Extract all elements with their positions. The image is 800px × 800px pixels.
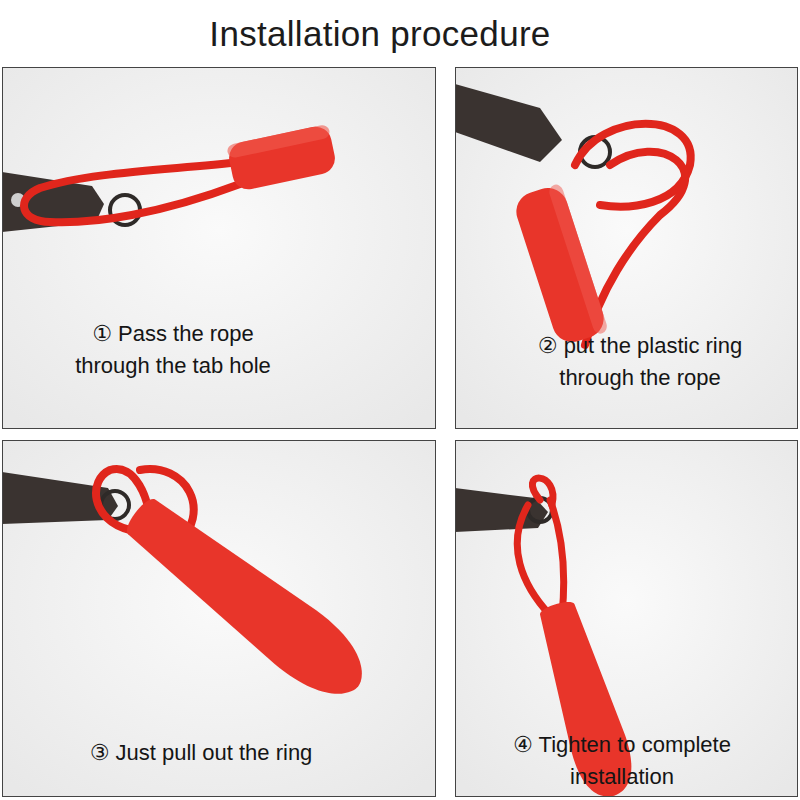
rope-loop bbox=[517, 505, 550, 615]
step-caption: ③ Just pull out the ring bbox=[31, 737, 371, 769]
step-panel: ③ Just pull out the ring bbox=[2, 440, 436, 797]
zipper-puller bbox=[511, 183, 609, 347]
step-caption: ② put the plastic ring through the rope bbox=[514, 330, 766, 394]
panel-background bbox=[2, 67, 436, 429]
step-caption: ① Pass the rope through the tab hole bbox=[53, 318, 293, 382]
rope-loop bbox=[24, 162, 240, 222]
step-panel: ② put the plastic ring through the rope bbox=[455, 67, 798, 429]
step-panel: ④ Tighten to complete installation bbox=[455, 440, 798, 797]
panel-background bbox=[2, 440, 436, 797]
zipper-puller bbox=[115, 485, 380, 713]
step-caption: ④ Tighten to complete installation bbox=[496, 729, 748, 793]
panel-background bbox=[455, 440, 798, 797]
page-title: Installation procedure bbox=[0, 14, 760, 54]
rope-loop bbox=[550, 500, 564, 615]
zipper-slider bbox=[455, 84, 562, 162]
zipper-puller bbox=[226, 124, 338, 193]
panel-background bbox=[455, 67, 798, 429]
rope-loop bbox=[575, 124, 691, 207]
rope-loop bbox=[532, 478, 553, 505]
step-panel: ① Pass the rope through the tab hole bbox=[2, 67, 436, 429]
